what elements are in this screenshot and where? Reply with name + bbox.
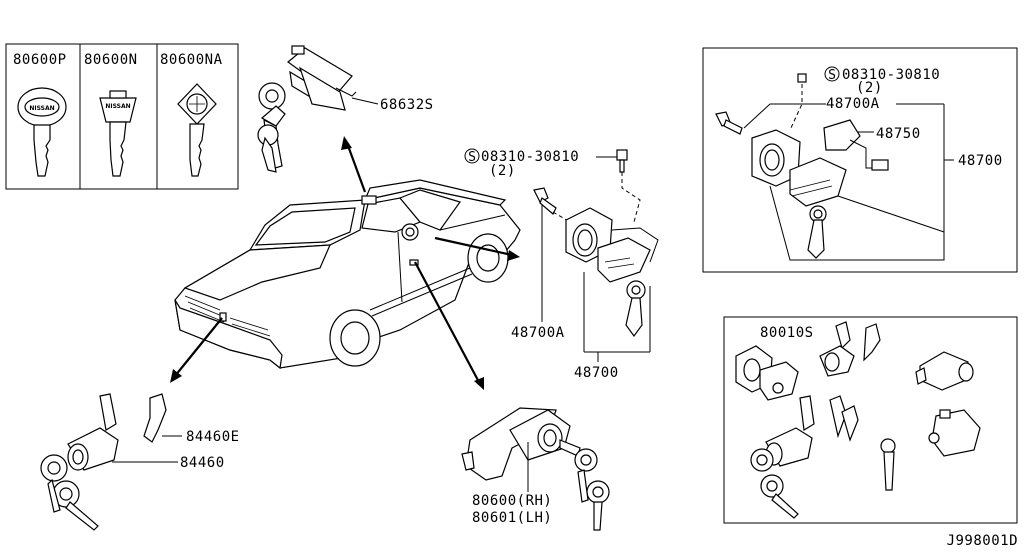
label-glove-lock-clip: 84460E: [186, 429, 240, 445]
label-ignition-part-a: 48700A: [826, 96, 880, 112]
key-part-number-80600na: 80600NA: [160, 52, 223, 68]
key-part-number-80600p: 80600P: [13, 52, 67, 68]
key-badge-text: NISSAN: [29, 105, 54, 112]
label-ignition-center-a: 48700A: [511, 325, 565, 341]
label-screw-center: 08310-30810: [481, 149, 579, 165]
label-ignition-screw: 08310-30810: [842, 67, 940, 83]
label-screw-center-qty: (2): [489, 163, 516, 179]
label-glove-lock: 84460: [180, 455, 225, 471]
door-lock-icon: 80600(RH) 80601(LH): [461, 407, 610, 531]
glove-lock-icon: 84460E 84460: [40, 393, 240, 531]
label-set-part: 80010S: [760, 325, 814, 341]
label-ignition-center: 48700: [574, 365, 619, 381]
ignition-box: S 08310-30810 (2) 48700A 48750 48700: [702, 47, 1018, 273]
diagram-id: J998001D: [947, 533, 1018, 549]
label-ignition-part-b: 48750: [876, 126, 921, 142]
key-80600na-icon: [177, 83, 217, 177]
set-box-frame: [723, 316, 1018, 524]
key-box: 80600P 80600N 80600NA NISSAN NISSAN: [5, 43, 239, 190]
key-badge-text: NISSAN: [105, 103, 130, 110]
key-part-number-80600n: 80600N: [84, 52, 138, 68]
key-80600n-icon: NISSAN: [99, 90, 137, 177]
arrows: [170, 136, 520, 390]
label-door-lock-rh: 80600(RH): [472, 493, 552, 509]
label-door-lock-lh: 80601(LH): [472, 510, 552, 526]
trunk-lock-icon: 68632S: [257, 45, 434, 173]
ignition-box-frame: [702, 47, 1018, 273]
label-ignition-screw-qty: (2): [856, 80, 883, 96]
label-trunk-lock: 68632S: [380, 97, 434, 113]
screw-symbol: S: [468, 150, 476, 165]
key-80600p-icon: NISSAN: [17, 87, 67, 177]
label-ignition-assembly: 48700: [958, 153, 1003, 169]
car-illustration: [174, 179, 521, 370]
center-ignition-icon: 48700A 48700: [511, 149, 659, 381]
screw-symbol: S: [828, 68, 836, 83]
center-screw-callout: S 08310-30810 (2): [464, 148, 618, 179]
set-box: 80010S: [723, 316, 1018, 524]
key-box-frame: [5, 43, 239, 190]
